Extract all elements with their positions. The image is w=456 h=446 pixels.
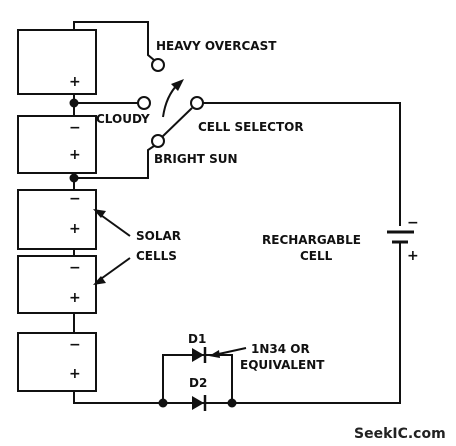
cell2-plus: +	[69, 147, 81, 163]
solar-arrow-upper	[97, 212, 131, 237]
label-diode-note-2: EQUIVALENT	[240, 358, 325, 372]
wire-bottom	[73, 250, 401, 404]
selector-arrowhead	[171, 79, 184, 91]
label-solar: SOLAR	[136, 229, 181, 243]
solar-cell-4	[17, 255, 97, 314]
node-diode-left	[158, 398, 168, 408]
cell4-minus: −	[69, 260, 81, 276]
solar-cell-1	[17, 29, 97, 95]
wire-brightsun-tap	[74, 145, 155, 179]
contact-heavy-overcast	[151, 58, 165, 72]
diode-note-arrowhead	[209, 350, 220, 358]
selector-arrow-arc	[162, 83, 179, 118]
battery-minus: −	[407, 215, 419, 231]
label-rechargable: RECHARGABLE	[262, 233, 361, 247]
cell3-minus: −	[69, 191, 81, 207]
label-cell-selector: CELL SELECTOR	[198, 120, 304, 134]
contact-bright-sun	[151, 134, 165, 148]
cell1-plus: +	[69, 74, 81, 90]
label-heavy-overcast: HEAVY OVERCAST	[156, 39, 277, 53]
solar-arrow-lower	[97, 257, 131, 282]
label-diode-note-1: 1N34 OR	[251, 342, 310, 356]
solar-cell-3	[17, 189, 97, 250]
solar-arrowhead-lower	[93, 276, 106, 285]
battery-plus: +	[407, 248, 419, 264]
cell5-minus: −	[69, 337, 81, 353]
node-cloudy-tap	[69, 98, 79, 108]
label-cell: CELL	[300, 249, 333, 263]
wire-top	[73, 21, 155, 61]
node-diode-right	[227, 398, 237, 408]
cell4-plus: +	[69, 290, 81, 306]
label-bright-sun: BRIGHT SUN	[154, 152, 238, 166]
diode-d1-body	[192, 348, 204, 362]
contact-selector-pivot	[190, 96, 204, 110]
label-cells: CELLS	[136, 249, 177, 263]
cell5-plus: +	[69, 366, 81, 382]
contact-cloudy	[137, 96, 151, 110]
solar-arrowhead-upper	[93, 209, 106, 218]
cell3-plus: +	[69, 221, 81, 237]
label-cloudy: CLOUDY	[96, 112, 150, 126]
cell2-minus: −	[69, 120, 81, 136]
diode-d2-body	[192, 396, 204, 410]
label-d1: D1	[188, 332, 206, 346]
wire-selector-to-battery	[203, 102, 401, 226]
solar-cell-2	[17, 115, 97, 174]
node-brightsun-tap	[69, 173, 79, 183]
label-d2: D2	[189, 376, 207, 390]
selector-arm	[161, 107, 193, 138]
solar-cell-5	[17, 332, 97, 392]
watermark: SeekIC.com	[354, 426, 446, 442]
